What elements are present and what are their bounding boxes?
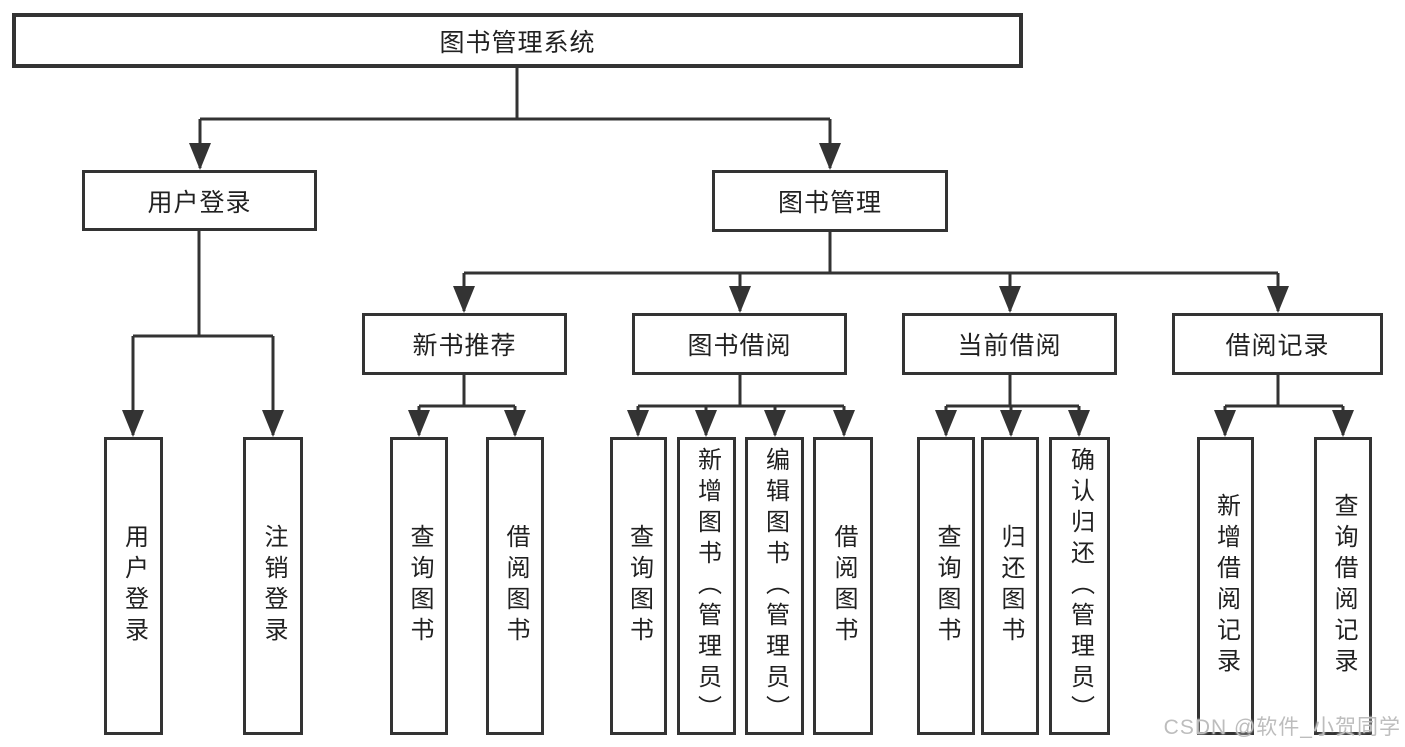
node-label: 新增图书（管理员） [693,446,721,726]
leaf-user-login: 用户登录 [104,437,163,735]
connector-new-book-to-leaves [417,375,517,435]
node-root-library-system: 图书管理系统 [12,13,1023,68]
node-label: 查询图书 [406,524,433,648]
node-label: 查询图书 [625,524,653,648]
node-label: 当前借阅 [957,332,1062,360]
node-label: 编辑图书（管理员） [761,446,789,726]
node-label: 新增借阅记录 [1212,493,1240,679]
leaf-return-book: 归还图书 [981,437,1039,735]
node-label: 用户登录 [147,188,252,217]
node-label: 图书借阅 [687,332,792,360]
node-book-management: 图书管理 [712,170,948,232]
leaf-borrow-book-2: 借阅图书 [813,437,873,735]
node-book-borrow: 图书借阅 [632,313,847,375]
leaf-logout: 注销登录 [243,437,303,735]
node-label: 用户登录 [120,524,148,648]
node-label: 查询借阅记录 [1330,493,1357,679]
node-current-borrow: 当前借阅 [902,313,1117,375]
leaf-query-book-3: 查询图书 [917,437,975,735]
node-label: 查询图书 [933,524,960,648]
leaf-add-book-admin: 新增图书（管理员） [677,437,736,735]
connector-borrow-record-to-leaves [1223,375,1345,435]
leaf-confirm-return-admin: 确认归还（管理员） [1049,437,1110,735]
leaf-query-book-1: 查询图书 [390,437,448,735]
node-label: 借阅图书 [830,524,857,648]
node-new-book-recommend: 新书推荐 [362,313,567,375]
node-label: 图书管理系统 [439,28,596,57]
connector-root-to-level2 [198,68,832,168]
node-borrow-record: 借阅记录 [1172,313,1383,375]
csdn-watermark: CSDN @软件_小贺同学 [1163,716,1401,739]
node-label: 借阅记录 [1225,332,1330,360]
node-label: 注销登录 [260,524,287,648]
connector-book-borrow-to-leaves [636,375,846,435]
node-label: 确认归还（管理员） [1066,446,1094,726]
connector-book-management-to-level3 [462,232,1280,311]
leaf-query-borrow-record: 查询借阅记录 [1314,437,1372,735]
node-label: 归还图书 [997,524,1024,648]
connector-user-login-to-leaves [131,231,275,435]
arrowheads [122,143,1354,437]
node-label: 图书管理 [777,189,882,217]
leaf-add-borrow-record: 新增借阅记录 [1197,437,1254,735]
leaf-edit-book-admin: 编辑图书（管理员） [745,437,804,735]
node-label: 新书推荐 [412,332,517,360]
node-user-login: 用户登录 [82,170,317,231]
leaf-borrow-book-1: 借阅图书 [486,437,544,735]
leaf-query-book-2: 查询图书 [610,437,667,735]
node-label: 借阅图书 [502,524,529,648]
